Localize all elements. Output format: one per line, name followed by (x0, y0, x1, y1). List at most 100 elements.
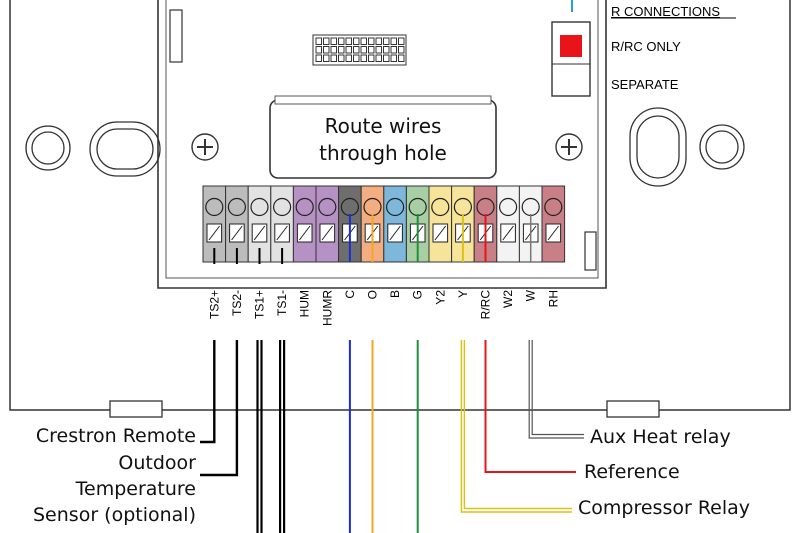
housing-clip-left (169, 9, 183, 63)
wire-rrc-lower (484, 340, 576, 473)
wire-y-lower-b (463, 340, 572, 510)
sensor-callout-line2: Outdoor (118, 452, 196, 474)
route-label-line1: Route wires (325, 114, 442, 138)
header-pin (353, 46, 360, 54)
header-pin (390, 37, 397, 45)
terminal-label-b: B (388, 290, 402, 298)
reference-callout: Reference (584, 461, 680, 483)
terminal-port-hatch (231, 225, 243, 241)
header-pin (338, 37, 345, 45)
mounting-hole-right (699, 124, 745, 170)
housing-inner-outline (165, 0, 599, 279)
sensor-callout-line3: Temperature (75, 478, 196, 500)
screw-left-icon (191, 133, 219, 161)
terminal-label-w: W (524, 289, 538, 301)
header-pin (330, 54, 337, 62)
header-pin (323, 54, 330, 62)
route-label-line2: through hole (319, 141, 447, 165)
terminal-label-rrc: R/RC (479, 290, 493, 320)
terminal-label-humr: HUMR (320, 290, 334, 326)
header-pin (383, 46, 390, 54)
terminal-port-hatch (253, 225, 266, 241)
sensor-callout-line4: Sensor (optional) (33, 504, 196, 526)
header-pin (368, 46, 375, 54)
header-pin (323, 37, 330, 45)
terminal-port-hatch (321, 225, 333, 241)
r-connections-title: R CONNECTIONS (611, 4, 720, 19)
header-pin (330, 46, 337, 54)
header-pin (315, 37, 322, 45)
wires (200, 214, 584, 533)
r-option-separate: SEPARATE (611, 77, 679, 92)
terminal-label-c: C (343, 290, 357, 299)
terminal-label-ts1: TS1- (275, 290, 289, 316)
header-pin (398, 46, 405, 54)
mounting-slot-left (89, 121, 161, 177)
terminal-label-y2: Y2 (433, 290, 447, 305)
terminal-port-hatch (389, 225, 401, 241)
header-pin (383, 54, 390, 62)
terminal-port-hatch (434, 225, 446, 241)
terminal-screw-icon (499, 197, 518, 217)
r-switch-knob (560, 35, 582, 57)
terminal-screw-icon (386, 197, 405, 217)
route-hole (269, 99, 497, 179)
header-pin (390, 46, 397, 54)
header-pin (345, 54, 352, 62)
terminal-port-hatch (299, 225, 311, 241)
r-switch-body (551, 21, 591, 97)
housing-outline (157, 0, 607, 289)
sensor-wire-ts2minus (200, 340, 239, 477)
terminal-screw-icon (227, 197, 246, 217)
terminal-label-y: Y (456, 290, 470, 298)
terminal-screw-icon (431, 197, 450, 217)
header-pin (345, 37, 352, 45)
terminal-port-hatch (276, 225, 288, 241)
terminal-label-rh: RH (546, 290, 560, 307)
header-pin (368, 37, 375, 45)
screw-right-icon (555, 133, 583, 161)
header-pin (353, 54, 360, 62)
housing-clip-right (584, 231, 597, 271)
terminal-screw-icon (250, 197, 269, 217)
header-pin (338, 54, 345, 62)
header-pin (398, 54, 405, 62)
terminal-label-o: O (366, 290, 380, 299)
header-pin (383, 37, 390, 45)
route-hole-lip (274, 95, 492, 105)
terminal-screw-icon (273, 197, 292, 217)
mounting-slot-right (629, 107, 687, 187)
terminal-label-ts2: TS2+ (207, 290, 221, 319)
mounting-hole-left (25, 125, 71, 171)
terminal-port-hatch (547, 225, 559, 241)
wall-plate-outline (9, 0, 791, 411)
header-pin (398, 37, 405, 45)
terminal-label-w2: W2 (501, 290, 515, 308)
header-pin (360, 54, 367, 62)
terminal-screw-icon (205, 197, 224, 217)
header-pin (315, 54, 322, 62)
header-pin (375, 54, 382, 62)
wire-w-lower-b (531, 340, 584, 436)
header-pin (390, 54, 397, 62)
terminal-block (202, 185, 566, 263)
header-pin (315, 46, 322, 54)
header-pin (338, 46, 345, 54)
sensor-callout-line1: Crestron Remote (36, 425, 196, 447)
compressor-callout: Compressor Relay (578, 497, 750, 519)
header-pin (323, 46, 330, 54)
header-pin (345, 46, 352, 54)
terminal-label-hum: HUM (298, 290, 312, 317)
wire-w-lower-a (528, 340, 584, 439)
terminal-label-ts1: TS1+ (253, 290, 267, 319)
terminal-screw-icon (295, 197, 314, 217)
aux-heat-callout: Aux Heat relay (590, 426, 731, 448)
terminal-port-hatch (502, 225, 514, 241)
header-pin (368, 54, 375, 62)
terminal-screw-icon (544, 197, 563, 217)
header-pin (360, 46, 367, 54)
header-pin (353, 37, 360, 45)
terminal-port-hatch (208, 225, 220, 241)
